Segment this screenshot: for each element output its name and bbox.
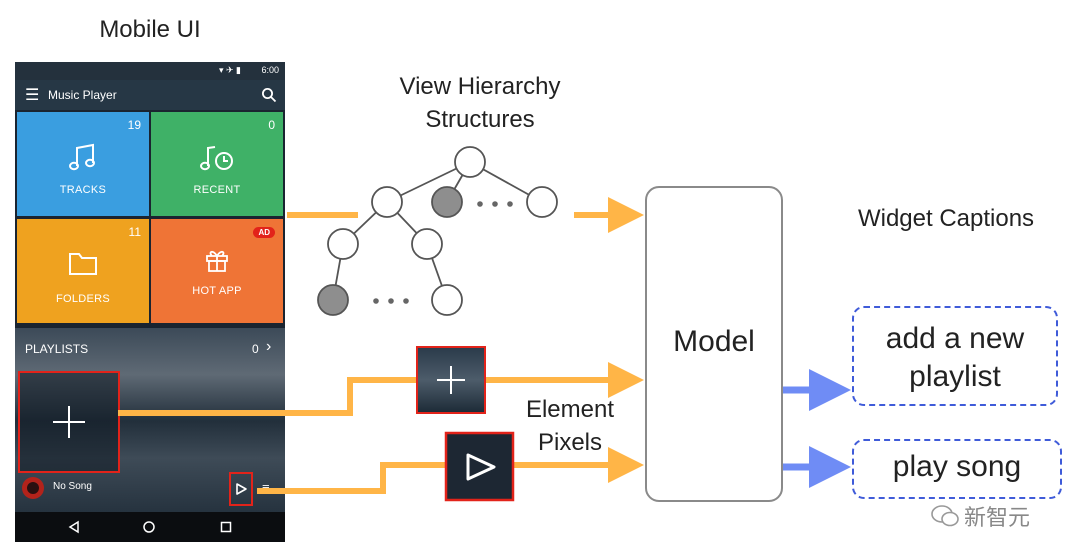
view-hierarchy-line1: View Hierarchy xyxy=(399,73,561,100)
tile-count: 19 xyxy=(127,118,141,132)
tile-label: HOT APP xyxy=(192,285,242,297)
view-hierarchy-line2: Structures xyxy=(425,106,535,133)
home-icon[interactable] xyxy=(142,520,156,534)
status-icons: ▾ ✈ ▮ xyxy=(218,65,241,75)
plus-to-crop-line xyxy=(118,377,418,416)
gift-icon xyxy=(206,250,228,272)
ellipsis-dots xyxy=(373,201,513,304)
add-playlist-button[interactable] xyxy=(18,371,120,473)
navigation-bar xyxy=(15,512,285,542)
tree-node xyxy=(526,186,558,218)
tile-count: 11 xyxy=(128,225,141,239)
playlists-count: 0 xyxy=(252,342,259,356)
play-to-crop-line xyxy=(257,462,447,494)
model-box: Model xyxy=(645,186,783,502)
tile-tracks[interactable]: 19 TRACKS xyxy=(17,112,149,216)
play-button[interactable] xyxy=(229,472,253,506)
tile-count: 0 xyxy=(268,118,275,132)
tree-node-filled xyxy=(317,284,349,316)
app-bar: ☰ Music Player xyxy=(15,80,285,110)
plus-element-crop xyxy=(416,346,486,414)
tree-node xyxy=(431,284,463,316)
queue-icon[interactable]: ≡ xyxy=(262,480,270,495)
watermark-text: 新智元 xyxy=(964,505,1031,530)
search-icon[interactable] xyxy=(261,87,277,103)
playlists-section: PLAYLISTS 0 › No Song ≡ xyxy=(15,328,285,514)
back-icon[interactable] xyxy=(67,520,81,534)
album-art-icon xyxy=(22,477,44,499)
phone-screenshot: ▾ ✈ ▮ 6:00 ☰ Music Player 19 TRACKS 0 xyxy=(15,62,285,542)
caption-add-playlist: add a new playlist xyxy=(852,306,1058,406)
now-playing-title: No Song xyxy=(53,481,92,492)
tile-label: RECENT xyxy=(193,184,241,196)
playlists-label: PLAYLISTS xyxy=(25,342,89,356)
app-title: Music Player xyxy=(48,88,117,102)
tree-node xyxy=(327,228,359,260)
widget-captions-title: Widget Captions xyxy=(857,205,1035,232)
caption-play-song: play song xyxy=(852,439,1062,499)
tile-hot-app[interactable]: AD HOT APP xyxy=(151,219,283,323)
wechat-logo-icon xyxy=(931,505,959,527)
element-pixels-line2: Pixels xyxy=(537,429,603,456)
music-note-icon xyxy=(69,143,95,171)
plus-icon xyxy=(53,406,85,438)
folder-icon xyxy=(69,253,97,275)
recents-icon[interactable] xyxy=(219,520,233,534)
ad-badge: AD xyxy=(253,227,275,238)
view-hierarchy-label: View Hierarchy Structures xyxy=(380,70,580,136)
play-icon xyxy=(466,453,496,481)
tile-label: TRACKS xyxy=(59,184,107,196)
hamburger-menu-icon[interactable]: ☰ xyxy=(25,87,40,104)
tree-node xyxy=(411,228,443,260)
model-label: Model xyxy=(673,325,755,358)
tile-recent[interactable]: 0 RECENT xyxy=(151,112,283,216)
element-pixels-label: Element Pixels xyxy=(505,393,635,459)
status-time: 6:00 xyxy=(261,65,279,75)
tree-node-filled xyxy=(431,186,463,218)
tree-edges xyxy=(332,161,543,301)
tree-nodes xyxy=(317,146,558,316)
orange-connectors xyxy=(118,197,644,494)
tree-node xyxy=(371,186,403,218)
tile-label: FOLDERS xyxy=(55,293,111,305)
blue-arrows xyxy=(781,369,851,488)
status-bar: ▾ ✈ ▮ 6:00 xyxy=(15,62,285,80)
tile-folders[interactable]: 11 FOLDERS xyxy=(17,219,149,323)
recent-music-icon xyxy=(200,146,233,171)
play-element-crop xyxy=(444,431,515,502)
chevron-right-icon[interactable]: › xyxy=(266,338,272,355)
element-pixels-line1: Element xyxy=(525,396,615,423)
mobile-ui-title: Mobile UI xyxy=(99,16,201,43)
tree-node xyxy=(454,146,486,178)
play-icon xyxy=(236,483,247,495)
